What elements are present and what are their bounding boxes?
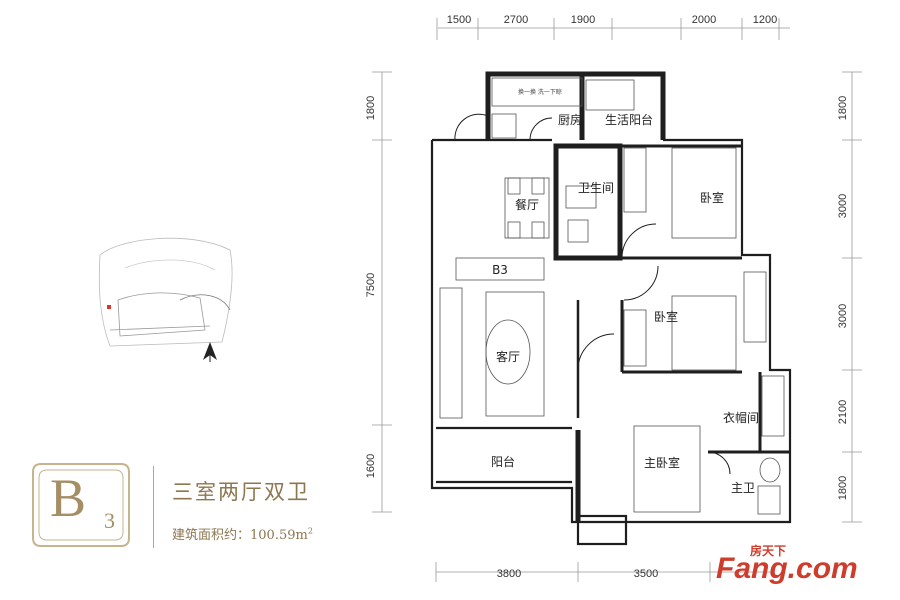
area-label: 建筑面积约：100.59m2 [172, 524, 313, 543]
area-text: 建筑面积约：100.59m [172, 528, 308, 543]
watermark-brand: Fang [716, 552, 788, 585]
furniture [439, 77, 785, 515]
dim-top-3: 1900 [571, 14, 595, 26]
badge-letter: B [50, 468, 87, 528]
north-arrow-icon [203, 342, 217, 362]
watermark-cn: 房天下 [750, 544, 787, 558]
dim-right-4: 2100 [837, 400, 849, 424]
dim-bottom-1: 3800 [497, 568, 521, 580]
dim-top-1: 1500 [447, 14, 471, 26]
dim-left-1: 1800 [365, 96, 377, 120]
watermark-domain: .com [787, 552, 858, 585]
dim-left-2: 7500 [365, 273, 377, 297]
room-cloakroom: 衣帽间 [723, 410, 759, 425]
tv-wall-label: B3 [492, 263, 508, 277]
room-bathroom: 卫生间 [578, 181, 614, 195]
room-master-bath: 主卫 [731, 481, 755, 495]
room-master-bedroom: 主卧室 [644, 455, 680, 470]
unit-badge [32, 463, 130, 547]
room-balcony: 阳台 [491, 454, 515, 469]
unit-title: 三室两厅双卫 [172, 480, 310, 504]
walls [430, 71, 792, 546]
room-bedroom-2: 卧室 [654, 309, 678, 324]
room-living: 客厅 [496, 349, 520, 364]
dim-right-1: 1800 [837, 96, 849, 120]
dim-top-4: 2000 [692, 14, 716, 26]
site-plan-thumbnail [98, 237, 233, 347]
badge-subscript: 3 [104, 508, 115, 533]
room-dining: 餐厅 [515, 197, 539, 212]
area-superscript: 2 [307, 526, 313, 536]
appliance-note: 换一换 洗一下晾 [518, 88, 562, 96]
dim-top-2: 2700 [504, 14, 528, 26]
location-marker [107, 305, 111, 309]
room-kitchen: 厨房 [558, 112, 582, 127]
dim-left-3: 1600 [365, 454, 377, 478]
dim-top-5: 1200 [753, 14, 777, 26]
divider [153, 466, 154, 548]
room-utility-balcony: 生活阳台 [605, 112, 653, 127]
dim-right-2: 3000 [837, 194, 849, 218]
watermark-logo: Fang.com [716, 554, 858, 584]
dim-bottom-2: 3500 [634, 568, 658, 580]
room-bedroom-1: 卧室 [700, 190, 724, 205]
dim-right-5: 1800 [837, 476, 849, 500]
dim-right-3: 3000 [837, 304, 849, 328]
